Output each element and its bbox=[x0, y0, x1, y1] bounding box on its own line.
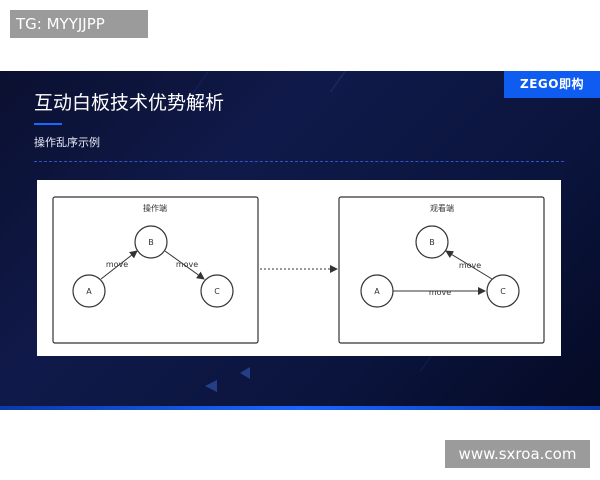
right-edge-c-b-label: move bbox=[459, 261, 481, 270]
left-edge-b-c-label: move bbox=[176, 260, 198, 269]
title-underline bbox=[34, 123, 62, 125]
right-panel-title: 观看端 bbox=[430, 203, 454, 213]
slide-subtitle: 操作乱序示例 bbox=[34, 136, 100, 149]
right-node-a-label: A bbox=[374, 287, 380, 296]
left-edge-b-c bbox=[164, 250, 205, 280]
left-panel-frame bbox=[52, 196, 259, 344]
right-node-c-label: C bbox=[500, 287, 506, 296]
right-node-c bbox=[486, 274, 520, 308]
tg-watermark-badge: TG: MYYJJPP bbox=[10, 10, 148, 38]
section-divider bbox=[34, 161, 564, 162]
right-edge-c-b bbox=[445, 250, 493, 280]
left-node-b bbox=[134, 225, 168, 259]
left-node-b-label: B bbox=[148, 238, 154, 247]
slide-bottom-bar bbox=[0, 406, 600, 410]
right-node-b bbox=[415, 225, 449, 259]
decor-arrow-icon bbox=[240, 367, 250, 379]
left-node-c bbox=[200, 274, 234, 308]
decor-streak bbox=[330, 71, 481, 93]
left-edge-a-b-label: move bbox=[106, 260, 128, 269]
decor-arrow-icon bbox=[205, 380, 217, 392]
left-node-c-label: C bbox=[214, 287, 220, 296]
site-watermark: www.sxroa.com bbox=[445, 440, 590, 468]
slide-title: 互动白板技术优势解析 bbox=[34, 92, 225, 114]
brand-logo: ZEGO即构 bbox=[504, 71, 600, 98]
left-panel-title: 操作端 bbox=[143, 203, 167, 213]
right-edge-a-c-label: move bbox=[429, 288, 451, 297]
diagram-canvas: 操作端 B A C move move 观看端 B A C move bbox=[37, 180, 561, 356]
right-panel-frame bbox=[338, 196, 545, 344]
diagram-svg: 操作端 B A C move move 观看端 B A C move bbox=[52, 196, 545, 344]
left-node-a bbox=[72, 274, 106, 308]
left-edge-a-b bbox=[100, 250, 138, 280]
right-node-b-label: B bbox=[429, 238, 435, 247]
left-node-a-label: A bbox=[86, 287, 92, 296]
slide: ZEGO即构 互动白板技术优势解析 操作乱序示例 操作端 B A C move bbox=[0, 71, 600, 410]
